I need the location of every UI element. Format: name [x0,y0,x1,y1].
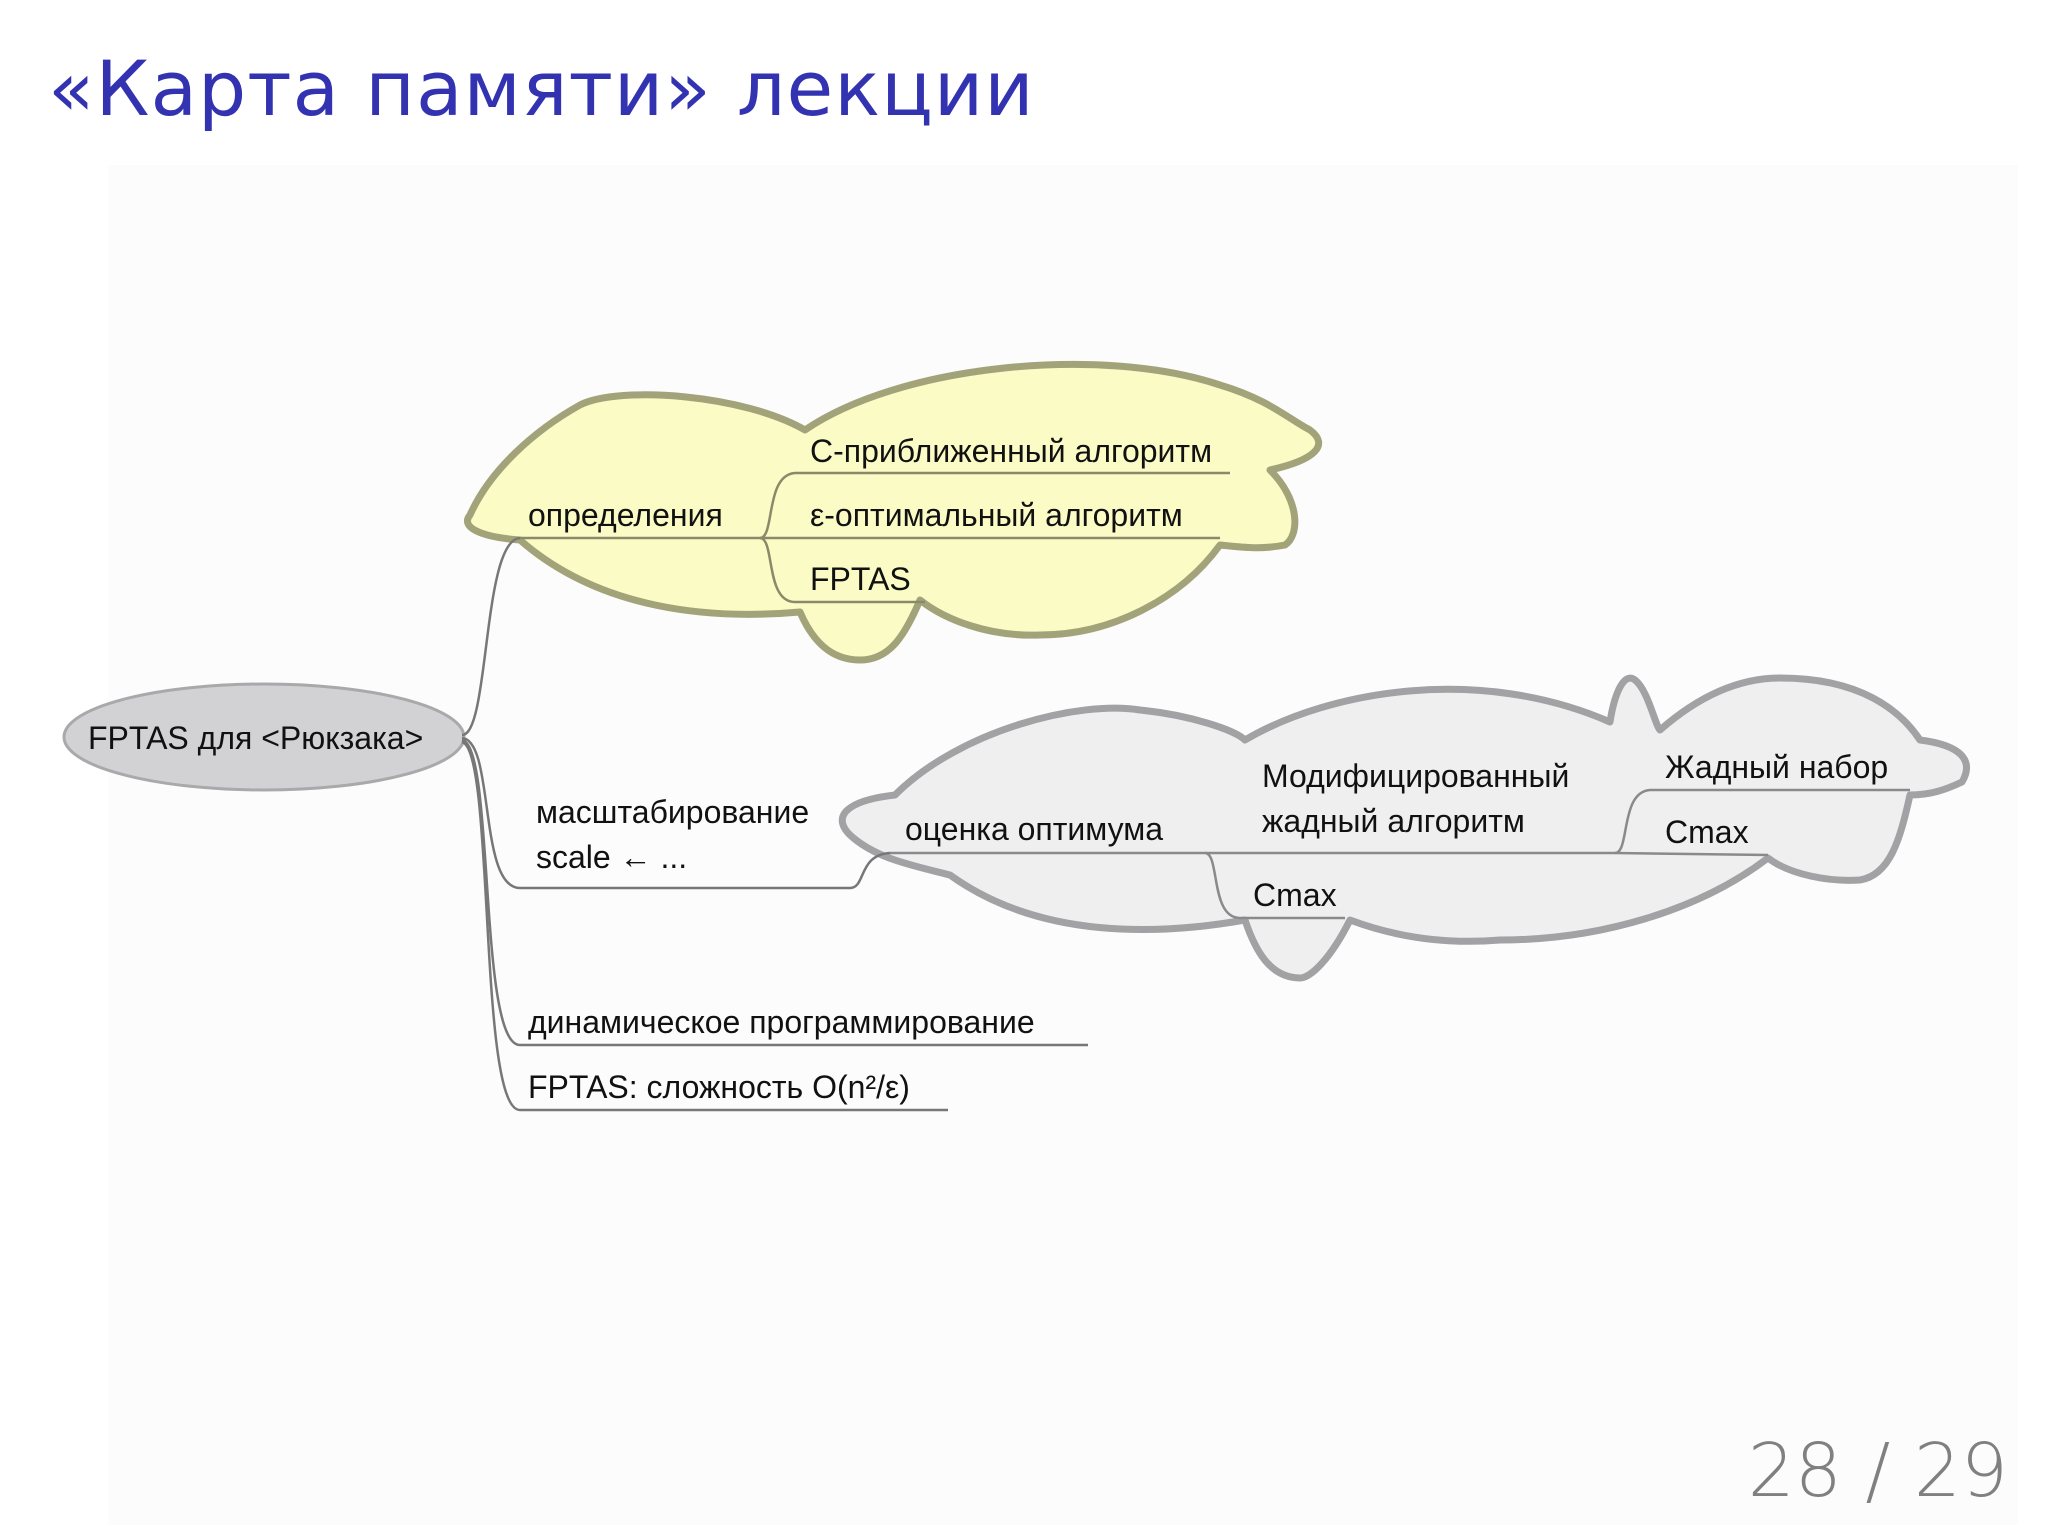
root-connectors [461,536,1088,1112]
connector-greedy-set [1614,788,1910,855]
connector-cmax-bottom [1204,851,1345,920]
cmax-bottom-label: Cmax [1253,877,1337,913]
connector-to-dp [461,738,1088,1047]
slide-title: «Карта памяти» лекции [48,44,1035,133]
estimate-connectors [890,788,1910,920]
estimate-label: оценка оптимума [905,811,1163,847]
definitions-label: определения [528,497,723,533]
connector-c-approx [759,471,1230,540]
estimate-cloud [838,674,1970,982]
scaling-label-line1: масштабирование [536,794,809,830]
fptas-label: FPTAS [810,561,911,597]
root-node-shape [62,682,466,792]
root-node-label: FPTAS для <Рюкзака> [88,720,423,756]
definitions-connectors [520,471,1230,604]
page-number: 28 / 29 [1747,1428,2008,1514]
greedy-label-line1: Модифицированный [1262,758,1569,794]
connector-to-definitions [461,536,521,737]
scaling-label-line2: scale ← ... [536,839,687,875]
c-approx-label: C-приближенный алгоритм [810,433,1212,469]
greedy-set-label: Жадный набор [1665,749,1888,785]
cmax-right-label: Cmax [1665,814,1749,850]
definitions-cloud [464,360,1323,664]
dp-label: динамическое программирование [528,1004,1035,1040]
connector-fptas [759,536,925,604]
connector-cmax-right [1614,851,1769,857]
connector-to-complexity [461,740,948,1112]
complexity-label: FPTAS: сложность O(n²/ε) [528,1069,910,1105]
greedy-label-line2: жадный алгоритм [1262,803,1525,839]
connector-to-scaling [461,736,891,890]
eps-opt-label: ε-оптимальный алгоритм [810,497,1183,533]
